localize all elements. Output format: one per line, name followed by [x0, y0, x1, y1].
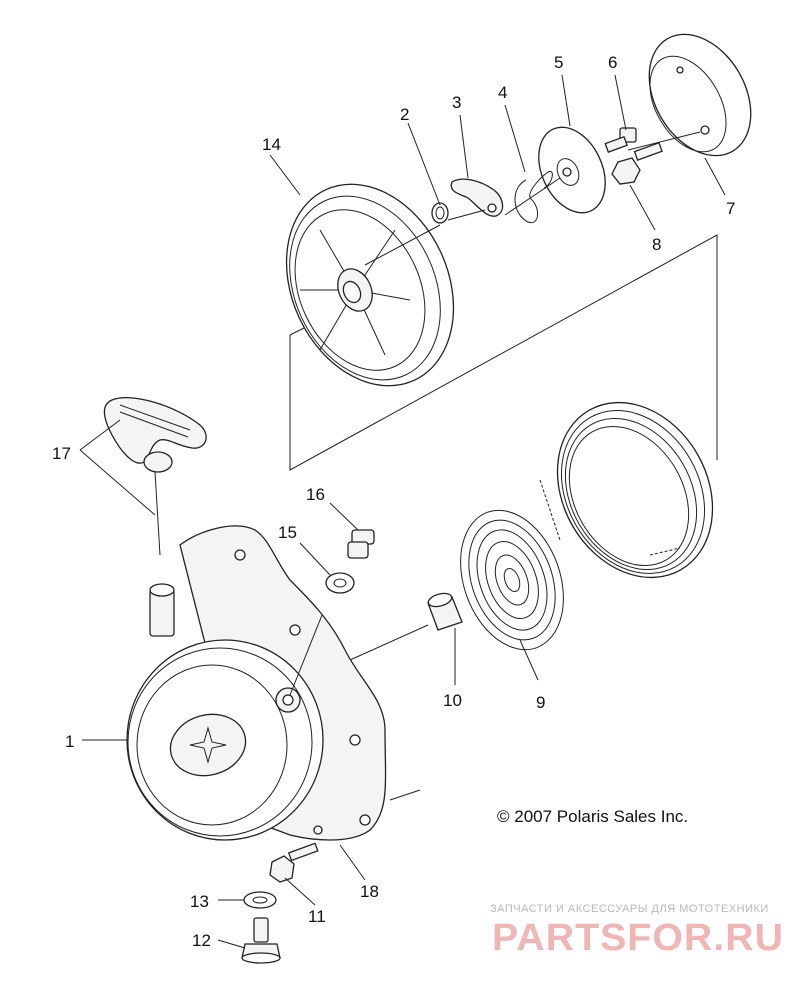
- callout-7: 7: [726, 199, 735, 218]
- part-13-washer: [218, 891, 277, 909]
- part-4-clip: [504, 170, 561, 224]
- callout-16: 16: [306, 485, 325, 504]
- callout-13: 13: [190, 892, 209, 911]
- callout-labels: 1 2 3 4 5 6 7 8 9 10 11 12 13 14 15 16 1…: [52, 53, 735, 950]
- part-5-plate: [538, 126, 606, 214]
- part-17-handle: [79, 396, 207, 556]
- watermark: ЗАПЧАСТИ И АКСЕССУАРЫ ДЛЯ МОТОТЕХНИКИ PA…: [490, 903, 784, 959]
- callout-11: 11: [308, 907, 326, 926]
- callout-15: 15: [278, 523, 297, 542]
- callout-1: 1: [65, 732, 74, 751]
- part-14-pulley: [285, 183, 455, 387]
- callout-14: 14: [262, 135, 281, 154]
- part-10-bushing: [349, 592, 463, 685]
- callout-9: 9: [536, 693, 545, 712]
- part-9-spring: [460, 509, 564, 681]
- part-16-plug: [329, 502, 375, 559]
- callout-18: 18: [360, 882, 379, 901]
- part-11-bolt: [269, 842, 319, 906]
- callout-4: 4: [498, 83, 507, 102]
- part-12-bolt: [217, 917, 281, 964]
- part-6-bolt: [604, 127, 701, 153]
- callout-17: 17: [52, 444, 71, 463]
- top-leaders: [269, 74, 726, 231]
- callout-6: 6: [608, 53, 617, 72]
- callout-3: 3: [452, 93, 461, 112]
- part-7-cover: [648, 33, 752, 157]
- part-15-washer: [299, 542, 355, 594]
- part-18-leader: [339, 844, 366, 881]
- callout-5: 5: [554, 53, 563, 72]
- callout-10: 10: [443, 691, 462, 710]
- callout-8: 8: [652, 235, 661, 254]
- part-3-pawl: [450, 178, 504, 217]
- part-2-spring: [431, 202, 486, 224]
- part-1-housing: [82, 525, 421, 841]
- watermark-brand: PARTSFOR.RU: [492, 917, 784, 959]
- part-8-bolt: [611, 141, 663, 185]
- callout-2: 2: [400, 105, 409, 124]
- watermark-tagline: ЗАПЧАСТИ И АКСЕССУАРЫ ДЛЯ МОТОТЕХНИКИ: [490, 903, 769, 915]
- copyright-text: © 2007 Polaris Sales Inc.: [497, 807, 688, 826]
- part-coil-rope: [539, 401, 714, 579]
- callout-12: 12: [192, 931, 211, 950]
